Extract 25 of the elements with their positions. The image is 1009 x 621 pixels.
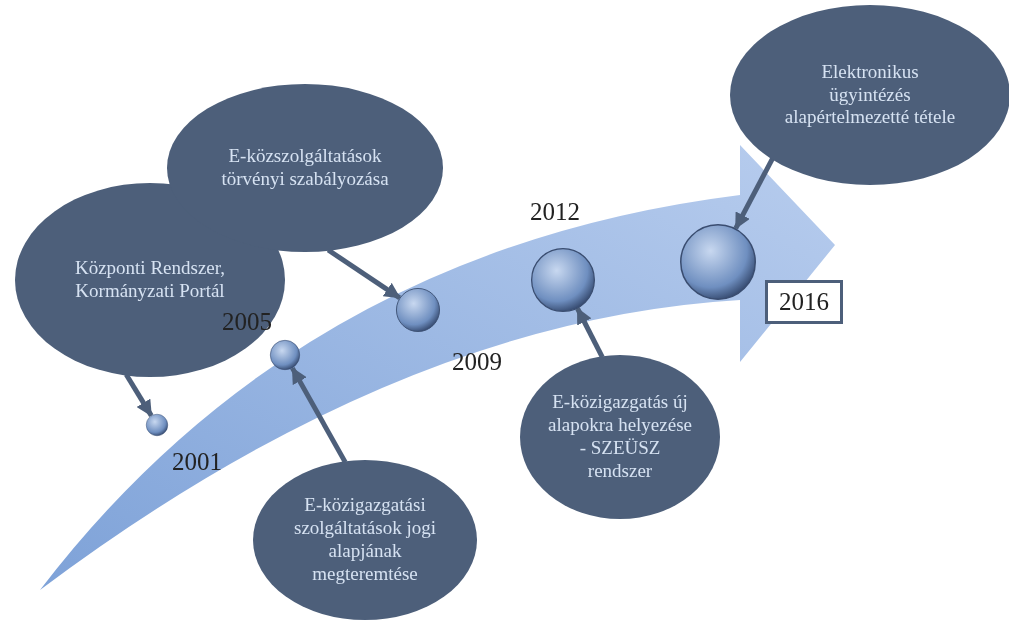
- callout-bubble: [253, 460, 477, 620]
- arrow: [733, 157, 775, 230]
- arrow: [575, 307, 605, 359]
- year-label: 2005: [222, 308, 272, 336]
- arrow: [290, 366, 348, 464]
- callout-text: E-közszolgáltatások törvényi szabályozása: [220, 145, 390, 191]
- callout-text: Elektronikus ügyintézés alapértelmezetté tétele: [783, 60, 957, 130]
- callout-text: Központi Rendszer, Kormányzati Portál: [73, 257, 227, 303]
- year-label: 2012: [530, 198, 580, 226]
- callout-text: E-közigazgatási szolgáltatások jogi alapjának megteremtése: [293, 494, 437, 586]
- arrow: [124, 373, 154, 417]
- year-label: 2001: [172, 448, 222, 476]
- timeline-marker: [680, 224, 756, 300]
- arrow: [326, 247, 402, 300]
- timeline-marker: [531, 248, 595, 312]
- year-label: 2016: [779, 287, 829, 317]
- callout-bubble: [520, 355, 720, 519]
- timeline-marker: [396, 288, 440, 332]
- year-label: 2009: [452, 348, 502, 376]
- callout-bubble: [167, 84, 443, 252]
- timeline-marker: [270, 340, 300, 370]
- timeline-marker: [146, 414, 168, 436]
- year-box: [765, 280, 843, 324]
- callout-text: E-közigazgatás új alapokra helyezése - SZEÜSZ rendszer: [548, 391, 692, 483]
- callout-bubble: [730, 5, 1009, 185]
